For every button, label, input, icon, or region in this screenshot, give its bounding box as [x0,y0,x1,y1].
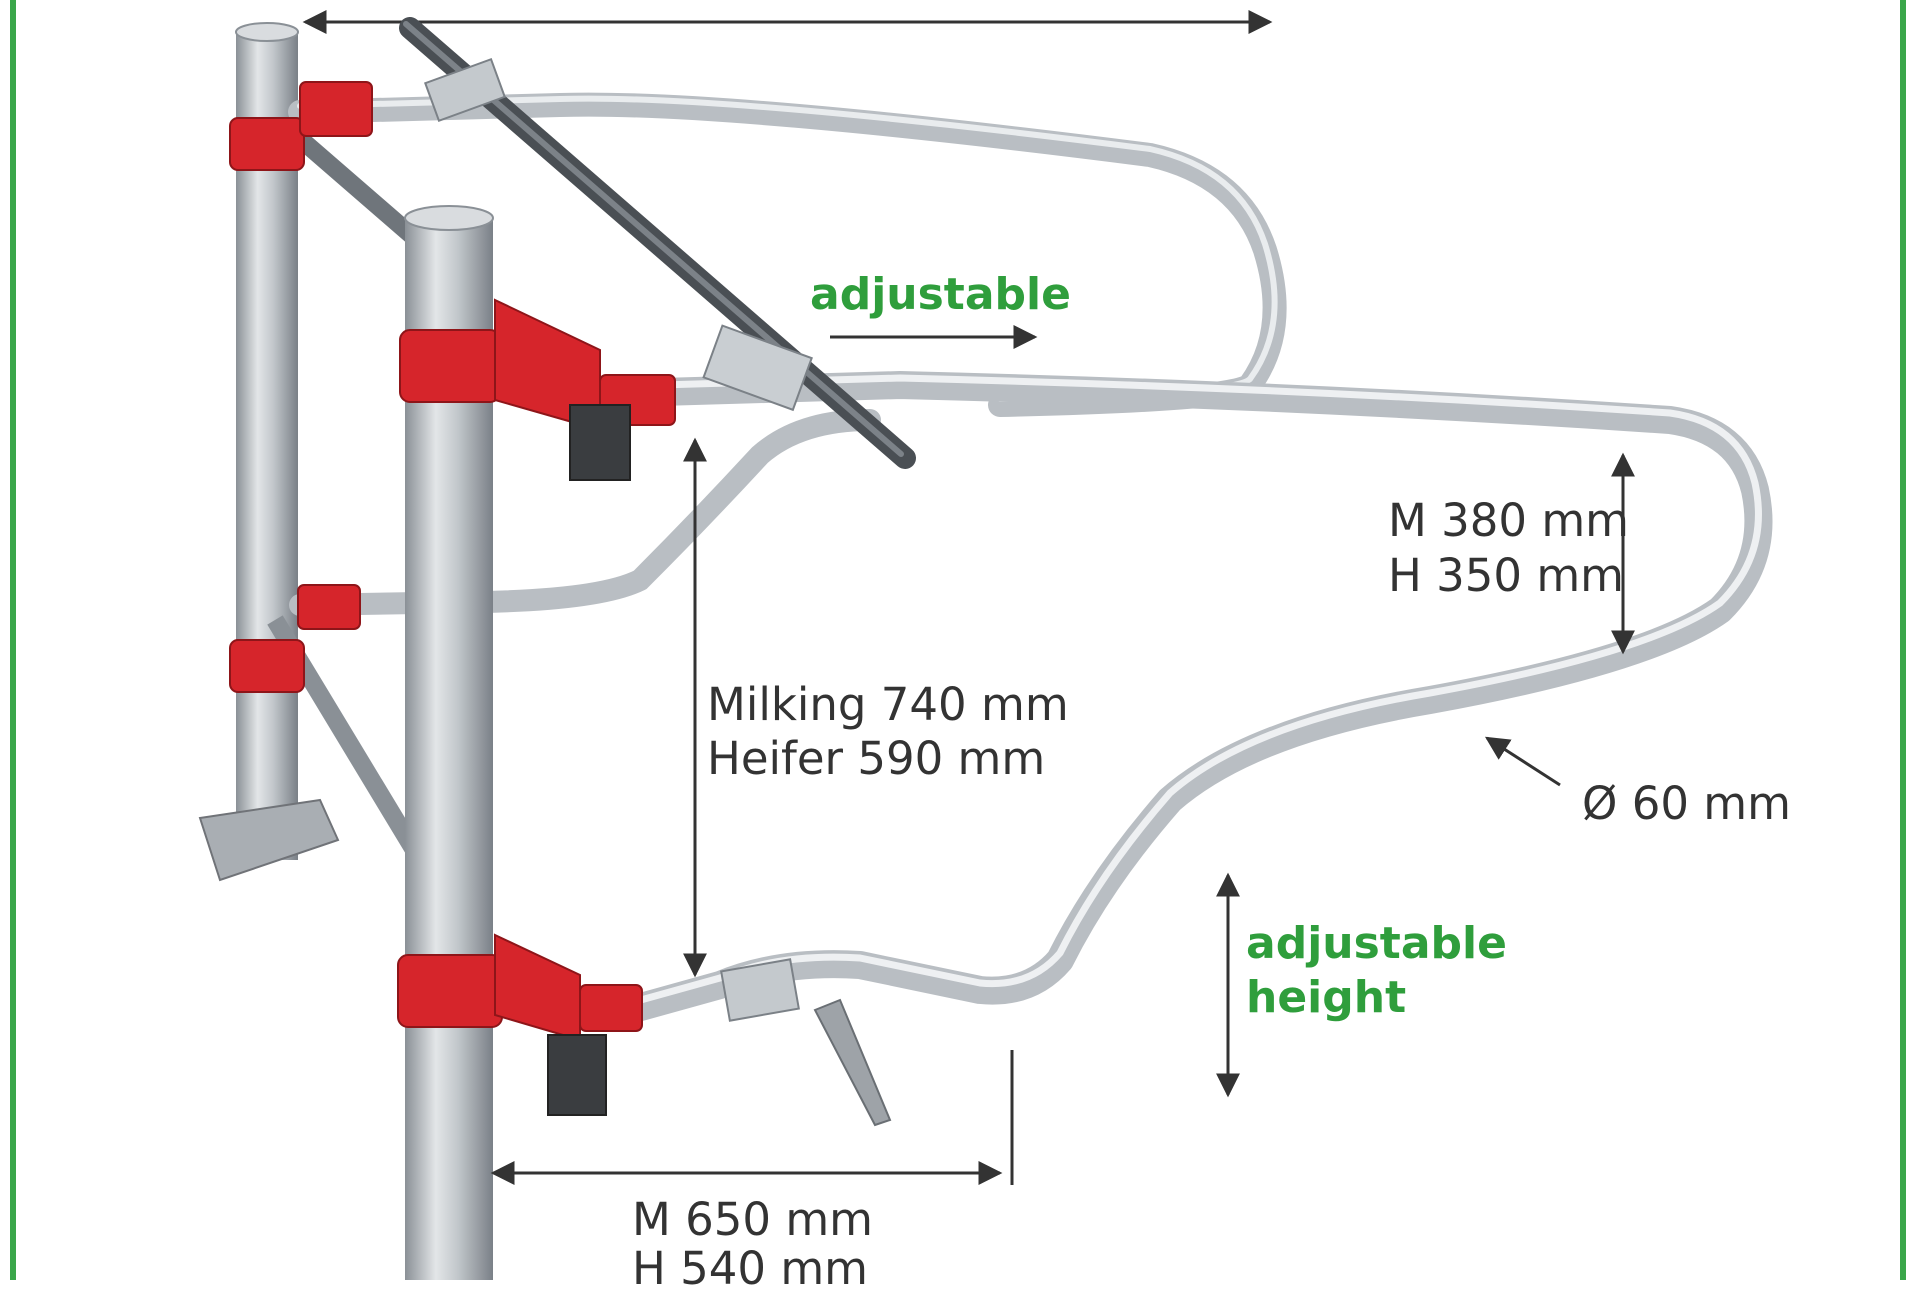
back-post-base-plate [198,798,340,882]
back-post-upper-clamp [229,81,373,171]
front-upper-square-tube [569,404,631,481]
release-bar-clamp [423,57,507,123]
front-post-lower-clamp [397,933,643,1042]
frame-border-right [1900,0,1906,1280]
rail-height-label-milking: Milking 740 mm [707,678,1069,731]
back-post-lower-clamp [229,584,361,693]
adjustable-height-label-line1: adjustable [1246,918,1507,969]
bottom-length-label-m: M 650 mm [632,1193,873,1246]
bottom-length-label-h: H 540 mm [632,1242,869,1295]
front-post-upper-clamp [399,298,676,432]
front-main-loop [546,371,1773,1024]
adjustable-height-label-line2: height [1246,972,1407,1023]
neck-height-label-h: H 350 mm [1388,549,1625,602]
neck-height-label-m: M 380 mm [1388,494,1629,547]
adjustable-label: adjustable [810,269,1071,320]
tube-diameter-label: Ø 60 mm [1582,777,1791,830]
release-bar-slider [702,324,813,412]
diameter-leader-line [1484,736,1561,787]
bottom-rail-bracket [720,958,892,1127]
front-lower-square-tube [547,1034,607,1116]
rail-height-label-heifer: Heifer 590 mm [707,732,1046,785]
frame-border-left [10,0,16,1280]
